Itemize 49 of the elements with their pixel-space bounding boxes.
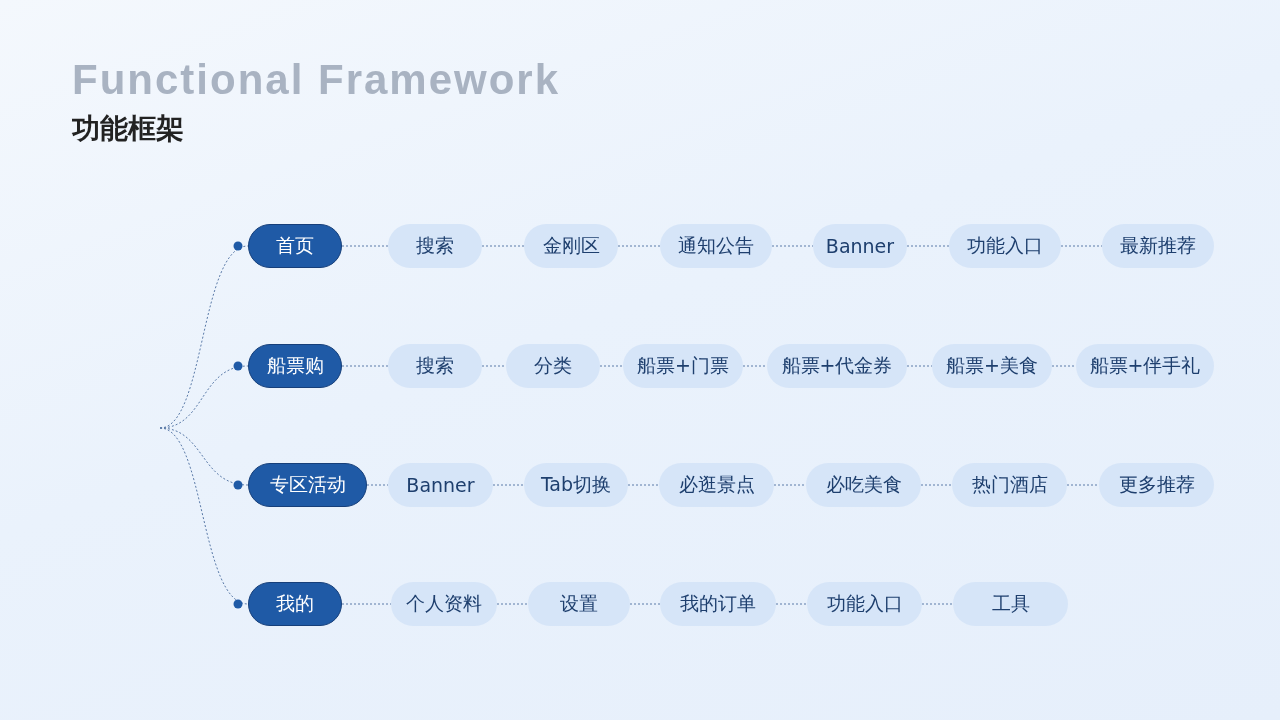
feature-pill: Tab切换 — [524, 463, 628, 507]
connector-line — [775, 603, 808, 605]
connector-line — [906, 245, 950, 247]
connector-line — [341, 245, 389, 247]
connector-line — [1066, 484, 1100, 486]
connector-line — [159, 361, 249, 429]
feature-pill: 分类 — [506, 344, 600, 388]
feature-pill: 必逛景点 — [659, 463, 774, 507]
connector-line — [921, 603, 954, 605]
feature-pill: 最新推荐 — [1102, 224, 1214, 268]
connector-line — [159, 427, 249, 609]
feature-pill: 我的订单 — [660, 582, 776, 626]
feature-pill: 工具 — [953, 582, 1068, 626]
connector-line — [341, 365, 389, 367]
feature-pill: 金刚区 — [524, 224, 618, 268]
connector-line — [920, 484, 953, 486]
page-title: 功能框架 — [72, 111, 184, 147]
category-pill: 专区活动 — [248, 463, 367, 507]
connector-line — [492, 484, 525, 486]
feature-pill: 功能入口 — [807, 582, 922, 626]
connector-line — [617, 245, 661, 247]
connector-line — [496, 603, 529, 605]
feature-pill: 必吃美食 — [806, 463, 921, 507]
connector-line — [481, 365, 507, 367]
connector-line — [629, 603, 661, 605]
feature-pill: 功能入口 — [949, 224, 1061, 268]
category-pill: 我的 — [248, 582, 342, 626]
connector-line — [742, 365, 768, 367]
feature-pill: 船票+代金券 — [767, 344, 907, 388]
category-pill: 船票购 — [248, 344, 342, 388]
connector-line — [481, 245, 525, 247]
feature-pill: 更多推荐 — [1099, 463, 1214, 507]
feature-pill: 个人资料 — [391, 582, 497, 626]
connector-line — [1051, 365, 1077, 367]
connector-line — [773, 484, 807, 486]
feature-pill: 搜索 — [388, 224, 482, 268]
feature-pill: Banner — [388, 463, 493, 507]
feature-pill: 通知公告 — [660, 224, 772, 268]
feature-pill: 船票+伴手礼 — [1076, 344, 1214, 388]
feature-pill: 船票+门票 — [623, 344, 743, 388]
feature-pill: 设置 — [528, 582, 630, 626]
english-heading: Functional Framework — [72, 56, 561, 104]
connector-line — [599, 365, 624, 367]
connector-line — [627, 484, 660, 486]
feature-pill: 船票+美食 — [932, 344, 1052, 388]
category-pill: 首页 — [248, 224, 342, 268]
feature-pill: 搜索 — [388, 344, 482, 388]
feature-pill: Banner — [813, 224, 907, 268]
feature-pill: 热门酒店 — [952, 463, 1067, 507]
